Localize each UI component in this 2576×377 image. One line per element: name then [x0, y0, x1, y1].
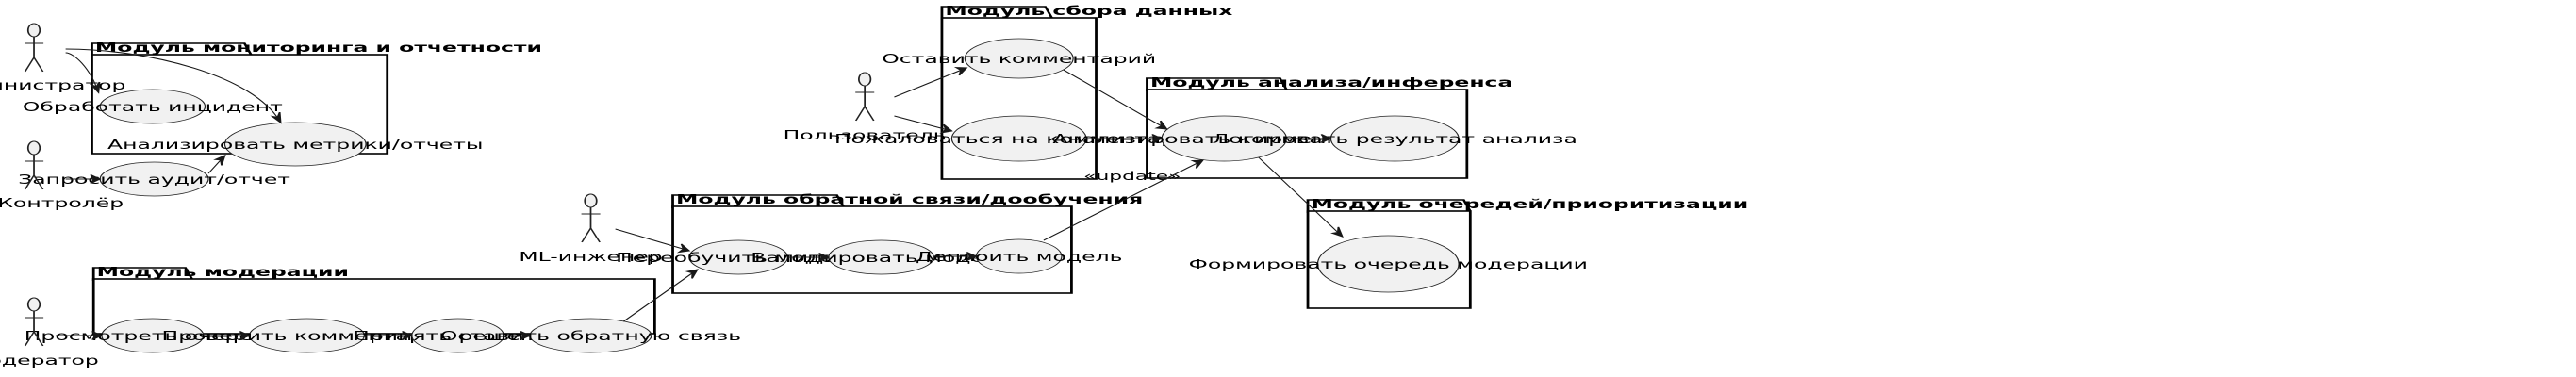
arrowhead-icon	[939, 123, 953, 134]
arrowhead-icon	[239, 331, 251, 340]
actor-figure-icon	[854, 72, 875, 122]
svg-text:Переобучить модель: Переобучить модель	[616, 250, 861, 265]
relation-ml-engineer-to-retrain-model	[616, 229, 691, 254]
relation-admin-to-analyze-metrics	[66, 49, 282, 124]
arrowhead-icon	[1320, 134, 1332, 143]
usecase-check-comment: Проверить комментарий	[162, 318, 453, 353]
arrowhead-icon	[1190, 159, 1205, 169]
svg-text:Логировать результат анализа: Логировать результат анализа	[1213, 131, 1577, 146]
actor-figure-icon	[24, 297, 44, 347]
relation-analyze-to-log-result	[1286, 134, 1332, 143]
arrowhead-icon	[676, 243, 691, 254]
svg-text:Валидировать модель: Валидировать модель	[751, 250, 1011, 265]
relation-rkn-to-request-audit	[66, 174, 102, 184]
relation-view-queue-to-check-comment	[204, 331, 251, 340]
arrowhead-icon	[818, 253, 831, 262]
relation-request-audit-to-analyze-metrics	[208, 154, 226, 173]
svg-text:Оставить обратную связь: Оставить обратную связь	[440, 328, 741, 343]
relation-leave-comment-to-analyze-comment	[1064, 70, 1168, 130]
arrowhead-icon	[213, 154, 226, 166]
arrowhead-icon	[1154, 120, 1168, 130]
package-analysis-title: Модуль анализа/инференса	[1150, 74, 1512, 90]
svg-text:Пожаловаться на комментарий: Пожаловаться на комментарий	[834, 131, 1204, 146]
relation-deploy-to-analyze-comment	[1044, 159, 1205, 240]
usecase-view-queue: Просмотреть очередь	[25, 318, 281, 353]
arrowhead-icon	[1330, 226, 1344, 238]
svg-text:Администратор: Администратор	[0, 77, 125, 92]
arrowhead-icon	[402, 331, 414, 340]
relation-admin-to-handle-incident	[66, 53, 101, 94]
package-feedback-title: Модуль обратной связи/дообучения	[676, 191, 1143, 206]
svg-text:Просмотреть очередь: Просмотреть очередь	[25, 328, 281, 343]
usecase-log-result: Логировать результат анализа	[1213, 115, 1577, 162]
arrowhead-icon	[89, 81, 101, 94]
relation-check-comment-to-make-decision	[364, 331, 414, 340]
svg-text:Оставить комментарий: Оставить комментарий	[882, 51, 1156, 66]
arrowhead-icon	[270, 111, 282, 124]
usecase-leave-comment: Оставить комментарий	[882, 38, 1156, 79]
actor-user: Пользователь	[784, 72, 947, 143]
arrowhead-icon	[90, 174, 102, 184]
arrowhead-icon	[91, 331, 104, 340]
relation-analyze-to-form-queue	[1259, 157, 1344, 238]
package-monitoring-title: Модуль мониторинга и отчетности	[95, 40, 542, 55]
usecase-analyze-metrics: Анализировать метрики/отчеты	[107, 122, 483, 167]
svg-text:Анализировать метрики/отчеты: Анализировать метрики/отчеты	[107, 137, 483, 152]
usecase-report-comment: Пожаловаться на комментарий	[834, 115, 1204, 162]
relation-user-to-report-comment	[894, 116, 953, 134]
actor-moderator: Модератор	[0, 297, 99, 369]
arrowhead-icon	[520, 331, 532, 340]
relation-make-decision-to-leave-feedback	[504, 331, 532, 340]
svg-text:Пользователь: Пользователь	[784, 127, 947, 142]
svg-text:Модератор: Модератор	[0, 352, 99, 368]
usecase-handle-incident: Обработать инцидент	[23, 89, 283, 124]
actor-figure-icon	[24, 23, 44, 73]
relation-validate-to-deploy	[933, 252, 978, 261]
relation-report-comment-to-analyze-comment	[1086, 134, 1164, 143]
svg-text:Анализировать комментарий: Анализировать комментарий	[1052, 131, 1395, 146]
relation-user-to-leave-comment	[894, 66, 968, 97]
arrowhead-icon	[685, 269, 700, 279]
svg-text:Запросить аудит/отчет: Запросить аудит/отчет	[18, 172, 290, 187]
package-collection-title: Модуль сбора данных	[945, 3, 1233, 18]
package-queues-title: Модуль очередей/приоритизации	[1311, 196, 1748, 211]
usecase-analyze-comment: Анализировать комментарий	[1052, 115, 1395, 162]
svg-text:ML-инженер: ML-инженер	[519, 249, 662, 264]
relation-leave-feedback-to-retrain-model	[623, 269, 700, 321]
actor-rkn: РКН/Контролёр	[0, 140, 124, 211]
relations-layer	[56, 49, 1344, 340]
update-stereotype-label: «update»	[1083, 170, 1181, 183]
usecase-leave-feedback: Оставить обратную связь	[440, 318, 741, 353]
usecase-retrain-model: Переобучить модель	[616, 239, 861, 275]
relation-moderator-to-view-queue	[56, 331, 104, 340]
usecase-form-queue: Формировать очередь модерации	[1189, 235, 1588, 293]
actor-ml-engineer: ML-инженер	[519, 193, 663, 265]
svg-text:Формировать очередь модерации: Формировать очередь модерации	[1189, 256, 1588, 271]
svg-text:Проверить комментарий: Проверить комментарий	[162, 328, 453, 343]
relation-retrain-to-validate	[787, 253, 831, 262]
arrowhead-icon	[966, 252, 978, 261]
usecase-request-audit: Запросить аудит/отчет	[18, 161, 290, 197]
package-moderation-title: Модуль модерации	[97, 264, 349, 279]
arrowhead-icon	[953, 66, 968, 76]
actor-figure-icon	[581, 193, 601, 243]
svg-text:РКН/Контролёр: РКН/Контролёр	[0, 195, 124, 210]
arrowhead-icon	[1151, 134, 1164, 143]
actor-figure-icon	[24, 140, 44, 190]
svg-text:Обработать инцидент: Обработать инцидент	[23, 99, 283, 114]
usecase-validate-model: Валидировать модель	[751, 239, 1012, 275]
